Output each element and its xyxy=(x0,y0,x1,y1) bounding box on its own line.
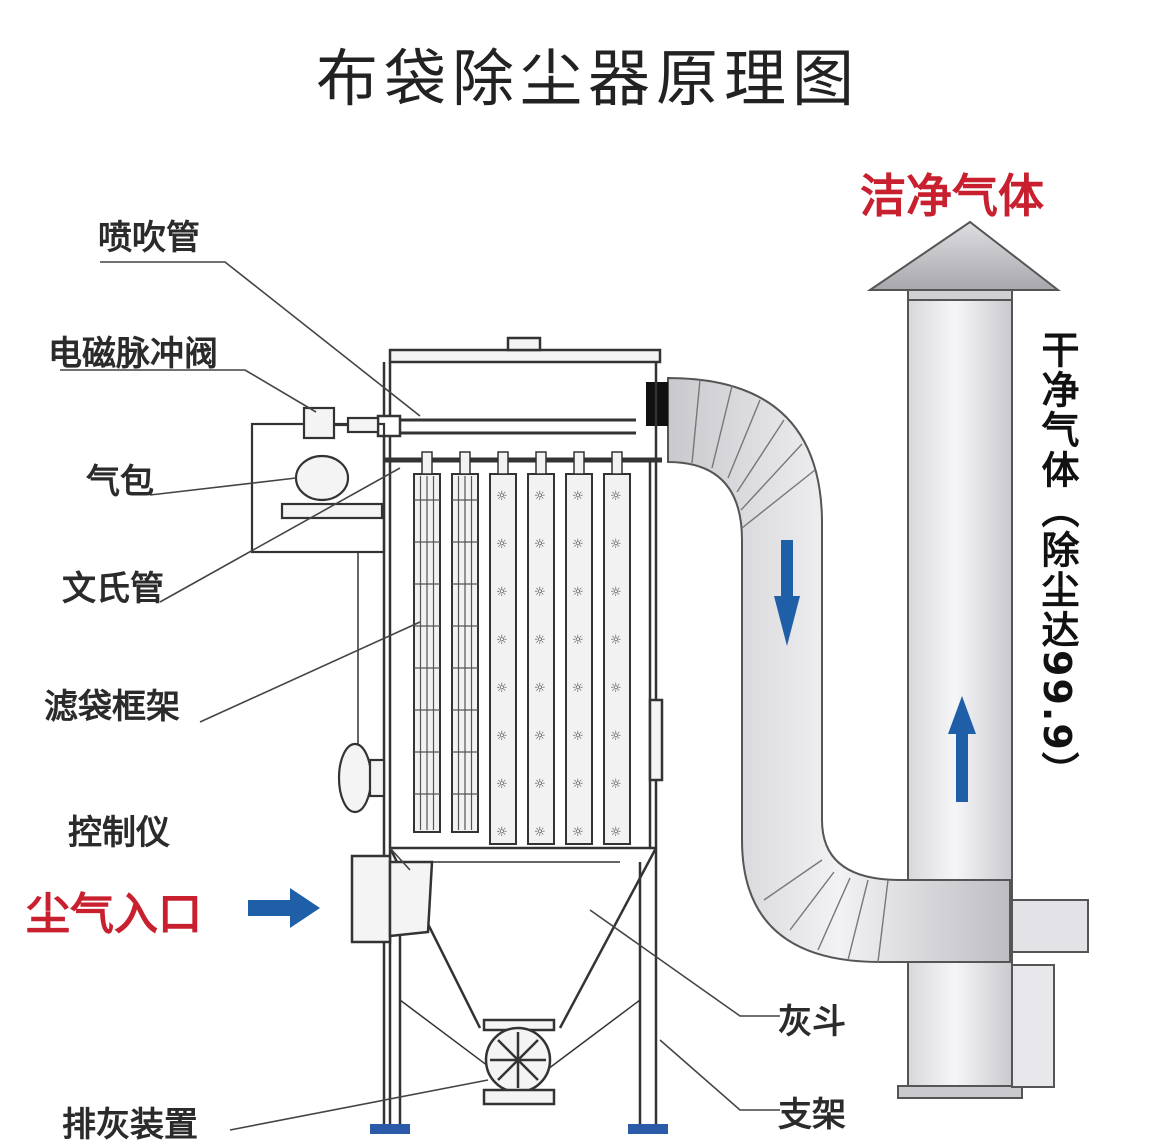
arrow-icon xyxy=(248,888,320,928)
svg-text:☼: ☼ xyxy=(496,489,508,504)
air-bag-platform xyxy=(280,502,384,520)
svg-text:☼: ☼ xyxy=(610,825,622,840)
filter-bag xyxy=(451,451,479,833)
svg-text:☼: ☼ xyxy=(572,537,584,552)
duct xyxy=(646,376,1011,963)
air-bag xyxy=(294,454,350,502)
label-pulse-valve: 电磁脉冲阀 xyxy=(48,334,218,374)
svg-text:☼: ☼ xyxy=(572,489,584,504)
svg-text:☼: ☼ xyxy=(496,777,508,792)
svg-text:☼: ☼ xyxy=(610,633,622,648)
filter-bag: ☼ ☼ ☼ ☼ ☼ ☼ ☼ ☼ xyxy=(527,451,555,845)
filter-bag xyxy=(413,451,441,833)
label-clean-gas: 洁净气体 xyxy=(860,169,1044,223)
duct-ribs xyxy=(691,379,889,963)
svg-text:☼: ☼ xyxy=(572,777,584,792)
svg-text:☼: ☼ xyxy=(534,633,546,648)
chimney-base xyxy=(897,1085,1023,1099)
svg-text:☼: ☼ xyxy=(496,537,508,552)
chimney-side-box xyxy=(1011,899,1089,953)
filter-bag: ☼ ☼ ☼ ☼ ☼ ☼ ☼ ☼ xyxy=(603,451,631,845)
label-bag-frame: 滤袋框架 xyxy=(44,687,180,727)
svg-text:☼: ☼ xyxy=(572,681,584,696)
svg-text:☼: ☼ xyxy=(610,729,622,744)
duct-pipe xyxy=(667,376,1011,963)
top-cover xyxy=(388,348,662,364)
leader-pulse-valve xyxy=(60,369,317,413)
chimney-cap xyxy=(866,220,1061,291)
svg-text:☼: ☼ xyxy=(534,489,546,504)
svg-text:☼: ☼ xyxy=(572,633,584,648)
filter-bag: ☼ ☼ ☼ ☼ ☼ ☼ ☼ ☼ xyxy=(565,451,593,845)
leader-air-bag xyxy=(149,477,297,496)
svg-text:☼: ☼ xyxy=(496,729,508,744)
svg-text:☼: ☼ xyxy=(610,585,622,600)
leader-venturi xyxy=(159,467,401,603)
label-dust-inlet: 尘气入口 xyxy=(26,889,202,940)
svg-text:☼: ☼ xyxy=(572,585,584,600)
svg-text:☼: ☼ xyxy=(534,537,546,552)
arrow-icon xyxy=(948,696,976,802)
leader-blow-pipe xyxy=(100,261,421,417)
svg-text:☼: ☼ xyxy=(496,633,508,648)
air-bag-assembly xyxy=(250,406,386,814)
arrow-icon xyxy=(774,540,800,646)
filter-bags: ☼ ☼ ☼ ☼ ☼ ☼ ☼ ☼ ☼ ☼ ☼ ☼ ☼ ☼ ☼ ☼ ☼ ☼ ☼ ☼ ☼ ☼ ☼ ☼ ☼ ☼ ☼ ☼ ☼ ☼ ☼ ☼ xyxy=(413,451,631,845)
chimney-cap-base xyxy=(907,289,1013,301)
label-stack-text: 干净气体（除尘达99.9） xyxy=(1035,330,1079,792)
flow-arrows xyxy=(248,540,976,928)
svg-text:☼: ☼ xyxy=(496,585,508,600)
chimney-side-panel xyxy=(1011,964,1055,1088)
svg-text:☼: ☼ xyxy=(610,777,622,792)
svg-text:☼: ☼ xyxy=(610,681,622,696)
label-air-bag: 气包 xyxy=(86,462,154,502)
dust-inlet-duct xyxy=(350,854,434,944)
svg-text:☼: ☼ xyxy=(534,681,546,696)
svg-text:☼: ☼ xyxy=(534,585,546,600)
leader-bag-frame xyxy=(199,621,421,723)
svg-text:☼: ☼ xyxy=(534,729,546,744)
leader-lines xyxy=(60,261,780,1131)
svg-text:☼: ☼ xyxy=(572,825,584,840)
svg-text:☼: ☼ xyxy=(534,825,546,840)
label-venturi: 文氏管 xyxy=(62,569,164,609)
label-ash-hopper: 灰斗 xyxy=(778,1002,846,1042)
svg-text:☼: ☼ xyxy=(572,729,584,744)
leader-hopper-left xyxy=(389,847,411,871)
leader-support xyxy=(659,1039,780,1111)
controller-box xyxy=(337,742,373,814)
label-blow-pipe: 喷吹管 xyxy=(98,218,200,258)
label-controller: 控制仪 xyxy=(68,813,170,853)
svg-text:☼: ☼ xyxy=(496,681,508,696)
label-support: 支架 xyxy=(778,1095,846,1135)
svg-text:☼: ☼ xyxy=(610,489,622,504)
chimney-body xyxy=(907,299,1013,1091)
pulse-valve xyxy=(302,406,336,440)
svg-text:☼: ☼ xyxy=(610,537,622,552)
svg-text:☼: ☼ xyxy=(534,777,546,792)
label-discharge: 排灰装置 xyxy=(62,1105,198,1145)
page-title: 布袋除尘器原理图 xyxy=(315,42,860,115)
leader-ash-hopper xyxy=(589,909,780,1017)
top-handle xyxy=(506,336,542,352)
svg-text:☼: ☼ xyxy=(496,825,508,840)
filter-bag: ☼ ☼ ☼ ☼ ☼ ☼ ☼ ☼ xyxy=(489,451,517,845)
leader-discharge xyxy=(229,1079,489,1131)
fan-icon xyxy=(482,1018,556,1106)
